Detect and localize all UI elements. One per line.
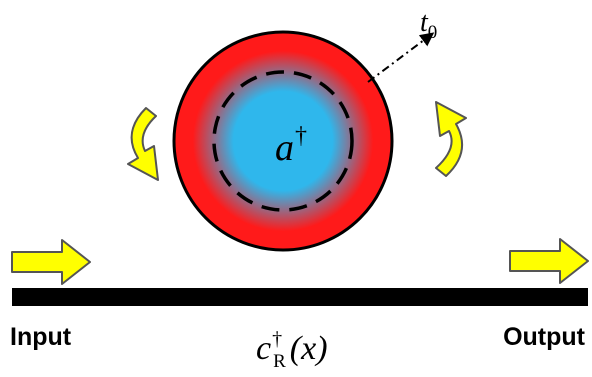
ring-mode-dashed-circle — [212, 70, 354, 212]
coupling-arrow: t0 — [367, 7, 437, 83]
output-label: Output — [503, 323, 586, 351]
input-label: Input — [10, 323, 72, 351]
dash-dot-arrow-icon — [367, 32, 435, 83]
waveguide-bar — [12, 288, 588, 306]
input-arrow-icon — [11, 239, 91, 285]
waveguide-label: c†R(x) — [256, 328, 328, 372]
ring-body — [172, 30, 394, 252]
mode-label: a† — [275, 123, 307, 169]
coupling-label: t0 — [420, 7, 437, 43]
curved-arrow-up-icon — [435, 101, 467, 177]
output-arrow-icon — [509, 238, 589, 284]
ring-resonator — [172, 30, 394, 252]
curved-arrow-down-icon — [127, 107, 159, 181]
